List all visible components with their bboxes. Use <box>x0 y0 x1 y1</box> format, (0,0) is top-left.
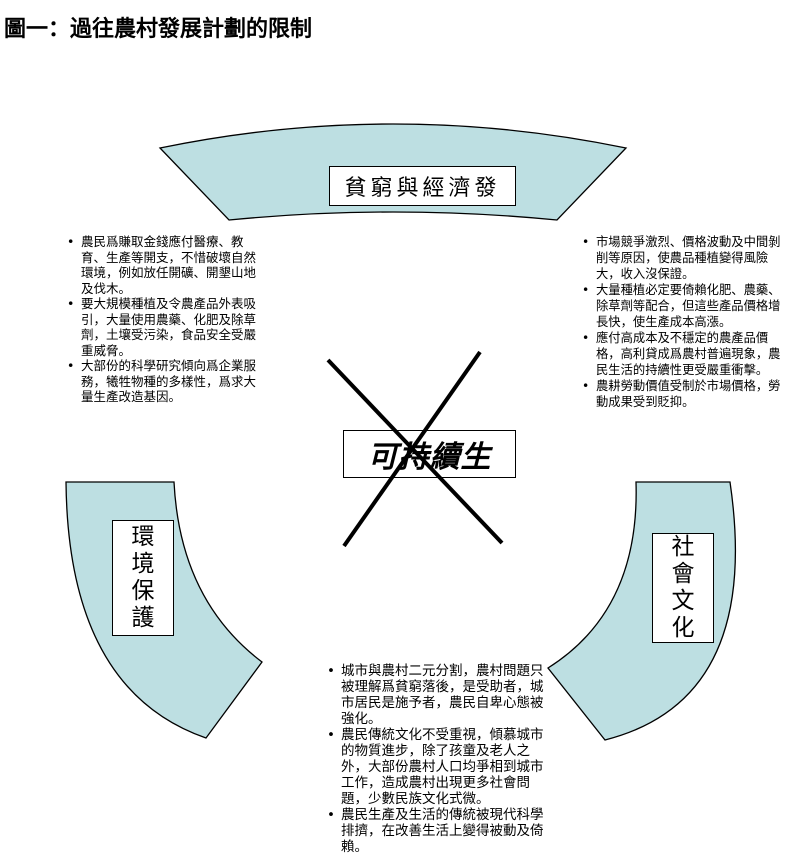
bullet-point: 城市與農村二元分割，農村問題只被理解爲貧窮落後，是受助者，城市居民是施予者，農民… <box>326 663 547 727</box>
bullet-point: 要大規模種植及令農產品外表吸引，大量使用農藥、化肥及除草劑，土壤受污染，食品安全… <box>66 296 259 358</box>
right-segment-label: 社會文化 <box>671 534 695 641</box>
top-segment-label-box: 貧窮與經濟發 <box>329 166 516 206</box>
bullet-point: 市場競爭激烈、價格波動及中間剝削等原因，使農品種植變得風險大，收入沒保證。 <box>581 234 784 282</box>
bullet-point: 農民傳統文化不受重視，傾慕城市的物質進步，除了孩童及老人之外，大部份農村人口均爭… <box>326 727 547 807</box>
center-label-box: 可持續生 <box>343 430 516 478</box>
bullet-point: 大量種植必定要倚賴化肥、農藥、除草劑等配合，但這些產品價格增長快，使生產成本高漲… <box>581 282 784 330</box>
bullet-point: 大部份的科學研究傾向爲企業服務，犧牲物種的多樣性，爲求大量生產改造基因。 <box>66 358 259 405</box>
bullet-point: 農耕勞動價值受制於市場價格，勞動成果受到貶抑。 <box>581 378 784 410</box>
left-bullet-list: 農民爲賺取金錢應付醫療、教育、生產等開支，不惜破壞自然環境，例如放任開礦、開墾山… <box>66 234 259 405</box>
center-label: 可持續生 <box>367 440 492 475</box>
bullet-point: 農民生產及生活的傳統被現代科學排擠，在改善生活上變得被動及倚賴。 <box>326 807 547 855</box>
left-segment-label: 環境保護 <box>131 524 155 631</box>
bottom-bullet-list: 城市與農村二元分割，農村問題只被理解爲貧窮落後，是受助者，城市居民是施予者，農民… <box>326 663 547 855</box>
bullet-point: 農民爲賺取金錢應付醫療、教育、生產等開支，不惜破壞自然環境，例如放任開礦、開墾山… <box>66 234 259 296</box>
bullet-point: 應付高成本及不穩定的農產品價格，高利貸成爲農村普遍現象，農民生活的持續性更受嚴重… <box>581 330 784 378</box>
figure-title: 圖一：過往農村發展計劃的限制 <box>4 17 313 42</box>
left-segment-label-box: 環境保護 <box>112 520 174 636</box>
right-bullet-list: 市場競爭激烈、價格波動及中間剝削等原因，使農品種植變得風險大，收入沒保證。 大量… <box>581 234 784 410</box>
right-segment-label-box: 社會文化 <box>652 533 714 643</box>
top-segment-label: 貧窮與經濟發 <box>344 176 501 201</box>
